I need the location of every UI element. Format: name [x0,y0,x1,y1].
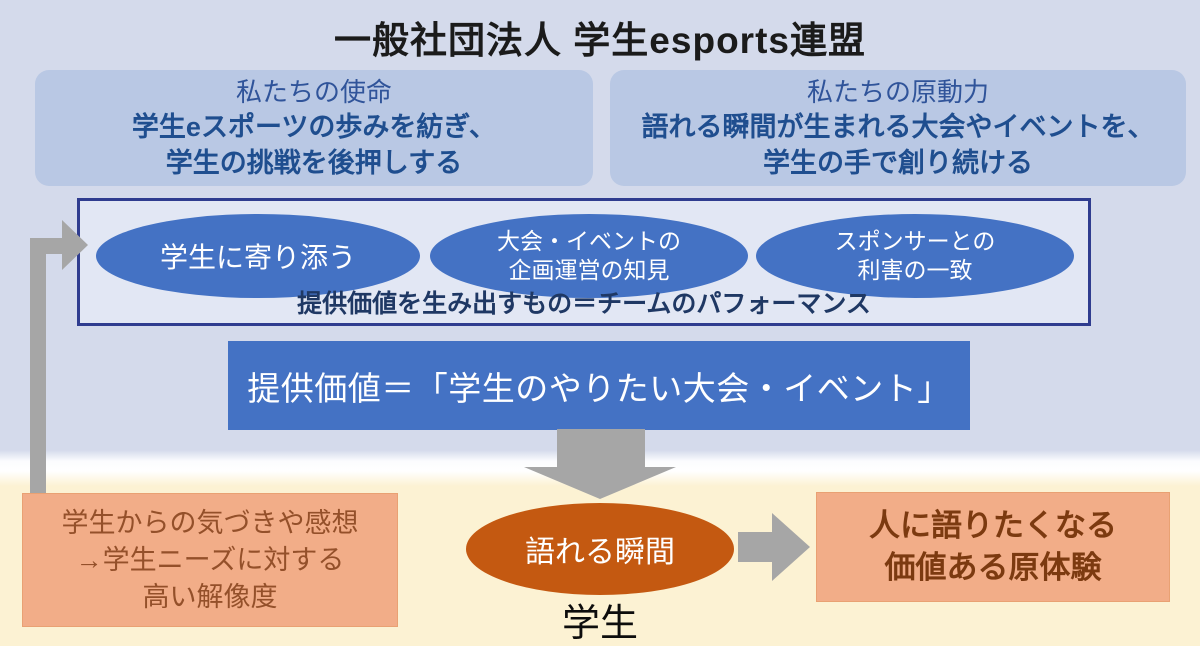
down-arrow-shaft [557,429,645,467]
feedback-arrow-vertical [30,238,46,496]
feedback-arrow-icon [62,220,88,270]
core-experience-box: 人に語りたくなる 価値ある原体験 [816,492,1170,602]
mission-box: 私たちの使命 学生eスポーツの歩みを紡ぎ、 学生の挑戦を後押しする [35,70,593,186]
right-arrow-shaft [738,532,772,562]
student-feedback-box: 学生からの気づきや感想 →学生ニーズに対する 高い解像度 [22,493,398,627]
mission-heading: 私たちの使命 [235,77,392,107]
ellipse-sponsor-alignment-line-2: 利害の一致 [857,257,973,283]
memorable-moment-label: 語れる瞬間 [525,536,675,569]
ellipse-sponsor-alignment: スポンサーとの 利害の一致 [756,214,1074,298]
driving-force-line-1: 語れる瞬間が生まれる大会やイベントを、 [641,112,1155,142]
driving-force-heading: 私たちの原動力 [806,77,989,107]
provided-value-banner: 提供価値＝「学生のやりたい大会・イベント」 [228,341,970,430]
student-feedback-line-3: 高い解像度 [142,581,278,612]
student-feedback-line-1: 学生からの気づきや感想 [61,507,359,538]
driving-force-line-2: 学生の手で創り続ける [763,148,1033,178]
team-performance-caption: 提供価値を生み出すもの＝チームのパフォーマンス [297,290,871,318]
ellipse-event-knowhow: 大会・イベントの 企画運営の知見 [430,214,748,298]
value-source-frame: 学生に寄り添う 大会・イベントの 企画運営の知見 スポンサーとの 利害の一致 提… [77,198,1091,326]
memorable-moment-ellipse: 語れる瞬間 [466,503,734,595]
mission-line-1: 学生eスポーツの歩みを紡ぎ、 [131,112,497,142]
provided-value-text: 提供価値＝「学生のやりたい大会・イベント」 [247,369,951,407]
core-experience-line-2: 価値ある原体験 [884,550,1102,585]
ellipse-event-knowhow-line-1: 大会・イベントの [497,228,681,254]
ellipse-student-support: 学生に寄り添う [96,214,420,298]
page-title: 一般社団法人 学生esports連盟 [334,20,866,61]
student-feedback-line-2: →学生ニーズに対する [75,544,345,575]
ellipse-sponsor-alignment-line-1: スポンサーとの [834,228,996,254]
ellipse-event-knowhow-line-2: 企画運営の知見 [508,257,670,283]
mission-line-2: 学生の挑戦を後押しする [165,148,463,178]
core-experience-line-1: 人に語りたくなる [869,508,1117,543]
down-arrow-icon [524,467,676,499]
feedback-arrow-horizontal [30,238,64,254]
right-arrow-icon [772,513,810,581]
driving-force-box: 私たちの原動力 語れる瞬間が生まれる大会やイベントを、 学生の手で創り続ける [610,70,1186,186]
ellipse-student-support-label: 学生に寄り添う [159,242,356,273]
student-label: 学生 [561,603,638,645]
